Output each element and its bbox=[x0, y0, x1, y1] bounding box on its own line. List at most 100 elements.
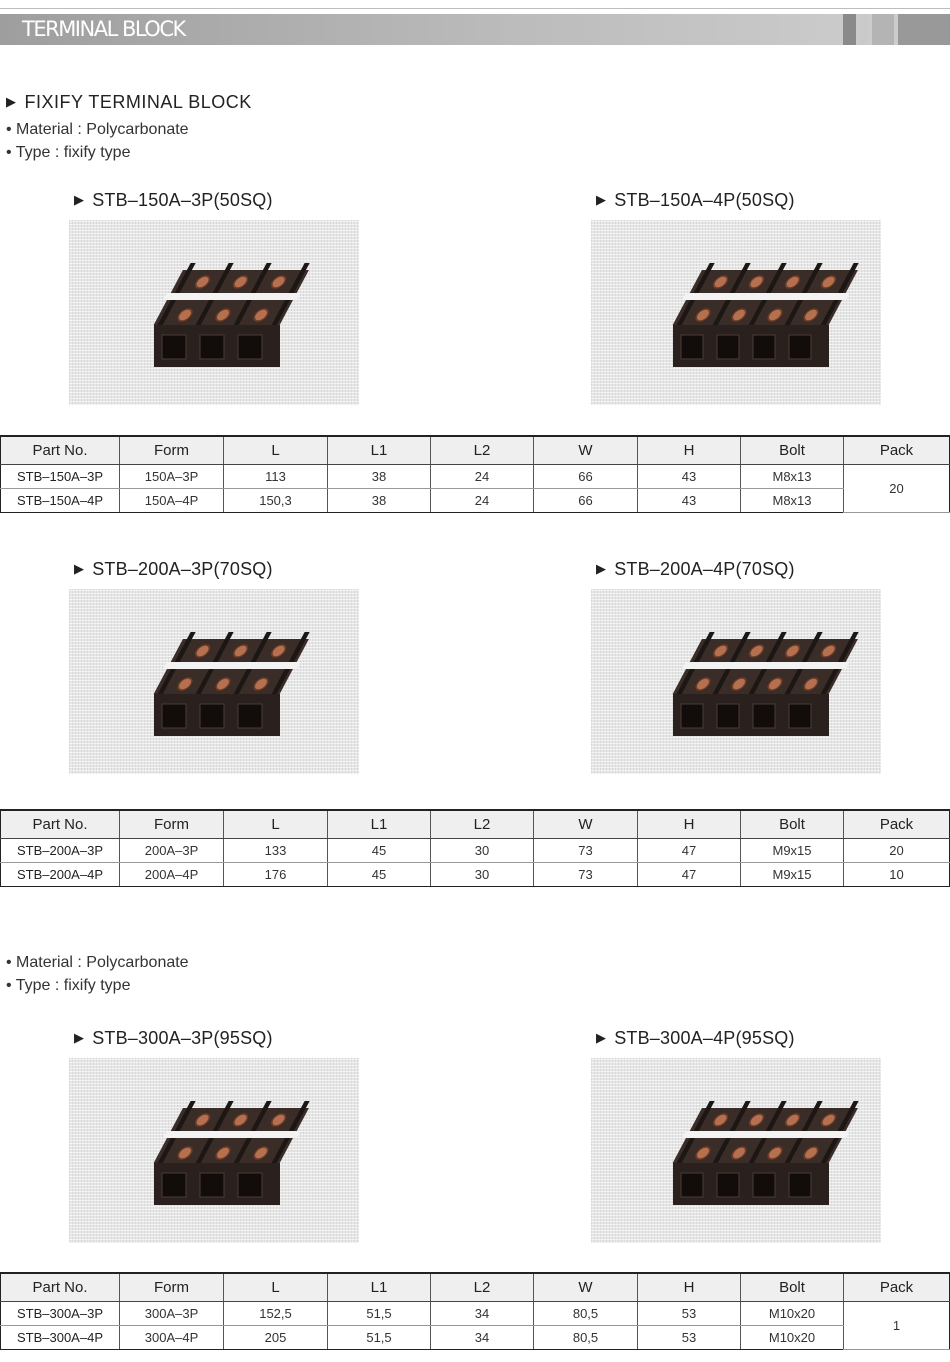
product-photo-3p bbox=[69, 220, 359, 405]
header-accent-block bbox=[843, 14, 856, 45]
cell-part-no: STB–200A–3P bbox=[0, 838, 120, 863]
cell-l: 176 bbox=[223, 862, 328, 887]
column-header-l1: L1 bbox=[327, 809, 431, 839]
terminal-block-front bbox=[154, 325, 280, 367]
material-line: • Material : Polycarbonate bbox=[6, 121, 189, 138]
cell-l: 205 bbox=[223, 1325, 328, 1350]
triangle-bullet-icon: ▶ bbox=[596, 192, 607, 207]
cell-w: 73 bbox=[533, 862, 638, 887]
column-header-l1: L1 bbox=[327, 435, 431, 465]
cell-w: 66 bbox=[533, 464, 638, 489]
cell-part-no: STB–200A–4P bbox=[0, 862, 120, 887]
column-header-w: W bbox=[533, 1272, 638, 1302]
column-header-bolt: Bolt bbox=[740, 1272, 844, 1302]
triangle-bullet-icon: ▶ bbox=[74, 1030, 85, 1045]
product-photo-4p bbox=[591, 589, 881, 774]
cell-form: 150A–4P bbox=[119, 488, 224, 513]
cell-bolt: M8x13 bbox=[740, 464, 844, 489]
cell-h: 43 bbox=[637, 488, 741, 513]
product-photo-4p bbox=[591, 1058, 881, 1243]
column-header-h: H bbox=[637, 809, 741, 839]
header-accent-block bbox=[860, 14, 868, 45]
section-title: ▶FIXIFY TERMINAL BLOCK bbox=[6, 92, 252, 112]
cell-pack: 20 bbox=[843, 838, 950, 863]
top-rule bbox=[0, 8, 950, 9]
cell-l1: 45 bbox=[327, 862, 431, 887]
column-header-l2: L2 bbox=[430, 809, 534, 839]
column-header-part-no: Part No. bbox=[0, 809, 120, 839]
cell-form: 150A–3P bbox=[119, 464, 224, 489]
terminal-block-drawing bbox=[153, 632, 310, 696]
terminal-block-front bbox=[154, 1163, 280, 1205]
cell-l2: 30 bbox=[430, 838, 534, 863]
cell-l1: 45 bbox=[327, 838, 431, 863]
product-photo-4p bbox=[591, 220, 881, 405]
cell-l1: 38 bbox=[327, 464, 431, 489]
header-accent-block bbox=[898, 14, 950, 45]
cell-form: 200A–3P bbox=[119, 838, 224, 863]
cell-bolt: M10x20 bbox=[740, 1301, 844, 1326]
cell-l2: 24 bbox=[430, 464, 534, 489]
cell-l: 113 bbox=[223, 464, 328, 489]
cell-w: 66 bbox=[533, 488, 638, 513]
triangle-bullet-icon: ▶ bbox=[74, 561, 85, 576]
cell-h: 53 bbox=[637, 1301, 741, 1326]
terminal-block-front bbox=[673, 694, 829, 736]
column-header-form: Form bbox=[119, 435, 224, 465]
column-header-h: H bbox=[637, 435, 741, 465]
cell-bolt: M10x20 bbox=[740, 1325, 844, 1350]
cell-part-no: STB–150A–4P bbox=[0, 488, 120, 513]
column-header-w: W bbox=[533, 809, 638, 839]
column-header-l: L bbox=[223, 1272, 328, 1302]
column-header-h: H bbox=[637, 1272, 741, 1302]
cell-l1: 38 bbox=[327, 488, 431, 513]
product-title: ▶STB–300A–4P(95SQ) bbox=[596, 1028, 795, 1048]
page-header: TERMINAL BLOCK bbox=[0, 14, 950, 45]
type-line: • Type : fixify type bbox=[6, 977, 131, 994]
cell-l2: 34 bbox=[430, 1301, 534, 1326]
column-header-bolt: Bolt bbox=[740, 809, 844, 839]
cell-bolt: M9x15 bbox=[740, 862, 844, 887]
cell-l2: 30 bbox=[430, 862, 534, 887]
product-title: ▶STB–150A–3P(50SQ) bbox=[74, 190, 273, 210]
column-header-l1: L1 bbox=[327, 1272, 431, 1302]
cell-l1: 51,5 bbox=[327, 1301, 431, 1326]
cell-part-no: STB–150A–3P bbox=[0, 464, 120, 489]
column-header-pack: Pack bbox=[843, 435, 950, 465]
material-line: • Material : Polycarbonate bbox=[6, 954, 189, 971]
column-header-l: L bbox=[223, 809, 328, 839]
cell-part-no: STB–300A–4P bbox=[0, 1325, 120, 1350]
terminal-block-drawing bbox=[153, 263, 310, 327]
product-photo-3p bbox=[69, 589, 359, 774]
cell-l: 152,5 bbox=[223, 1301, 328, 1326]
terminal-block-front bbox=[673, 1163, 829, 1205]
triangle-bullet-icon: ▶ bbox=[596, 1030, 607, 1045]
column-header-bolt: Bolt bbox=[740, 435, 844, 465]
page-title: TERMINAL BLOCK bbox=[22, 17, 186, 41]
cell-pack: 10 bbox=[843, 862, 950, 887]
terminal-block-drawing bbox=[672, 263, 859, 327]
column-header-form: Form bbox=[119, 1272, 224, 1302]
cell-w: 80,5 bbox=[533, 1301, 638, 1326]
cell-bolt: M8x13 bbox=[740, 488, 844, 513]
column-header-w: W bbox=[533, 435, 638, 465]
product-photo-3p bbox=[69, 1058, 359, 1243]
terminal-block-front bbox=[154, 694, 280, 736]
terminal-block-front bbox=[673, 325, 829, 367]
cell-h: 53 bbox=[637, 1325, 741, 1350]
product-title: ▶STB–300A–3P(95SQ) bbox=[74, 1028, 273, 1048]
cell-part-no: STB–300A–3P bbox=[0, 1301, 120, 1326]
triangle-bullet-icon: ▶ bbox=[74, 192, 85, 207]
triangle-bullet-icon: ▶ bbox=[6, 94, 17, 109]
column-header-l: L bbox=[223, 435, 328, 465]
cell-pack: 1 bbox=[843, 1301, 950, 1350]
cell-form: 200A–4P bbox=[119, 862, 224, 887]
cell-l: 150,3 bbox=[223, 488, 328, 513]
column-header-form: Form bbox=[119, 809, 224, 839]
